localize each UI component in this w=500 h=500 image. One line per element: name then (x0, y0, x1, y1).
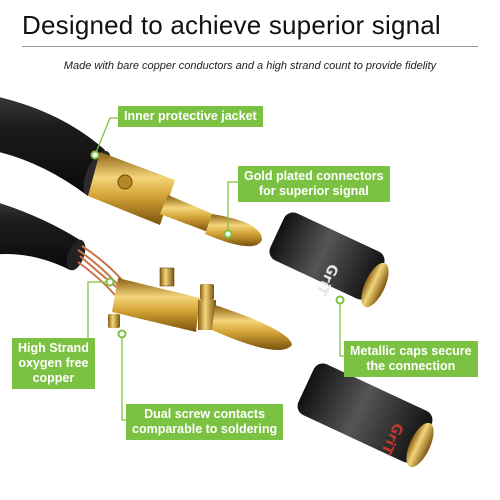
lower-metallic-cap: GriT (297, 363, 434, 468)
page-subtitle: Made with bare copper conductors and a h… (63, 60, 437, 72)
callout-text: copper (32, 371, 75, 385)
callout-markers (90, 150, 345, 339)
callout-text: Gold plated connectors (244, 169, 384, 183)
copper-strands (77, 245, 123, 296)
callout-text: Metallic caps secure (350, 344, 472, 358)
page-title: Designed to achieve superior signal (22, 10, 441, 40)
callout-gold-connectors: Gold plated connectors for superior sign… (238, 166, 390, 202)
callout-inner-jacket: Inner protective jacket (118, 106, 263, 127)
callout-text: Inner protective jacket (124, 109, 257, 123)
callout-high-strand: High Strand oxygen free copper (12, 338, 95, 389)
callout-text: High Strand (18, 341, 89, 355)
set-screw (200, 284, 214, 300)
callout-text: for superior signal (258, 184, 369, 198)
set-screw (108, 314, 120, 328)
lower-banana-plug (112, 267, 292, 350)
callout-text: the connection (366, 359, 456, 373)
callout-text: oxygen free (18, 356, 89, 370)
upper-metallic-cap: GriT (269, 212, 389, 308)
title-divider (22, 46, 478, 47)
callout-text: Dual screw contacts (144, 407, 266, 421)
callout-metallic-caps: Metallic caps secure the connection (344, 341, 478, 377)
upper-banana-plug (88, 152, 262, 247)
lower-cable (0, 203, 86, 271)
callout-dual-screw: Dual screw contacts comparable to solder… (126, 404, 284, 440)
callout-text: comparable to soldering (132, 422, 278, 436)
